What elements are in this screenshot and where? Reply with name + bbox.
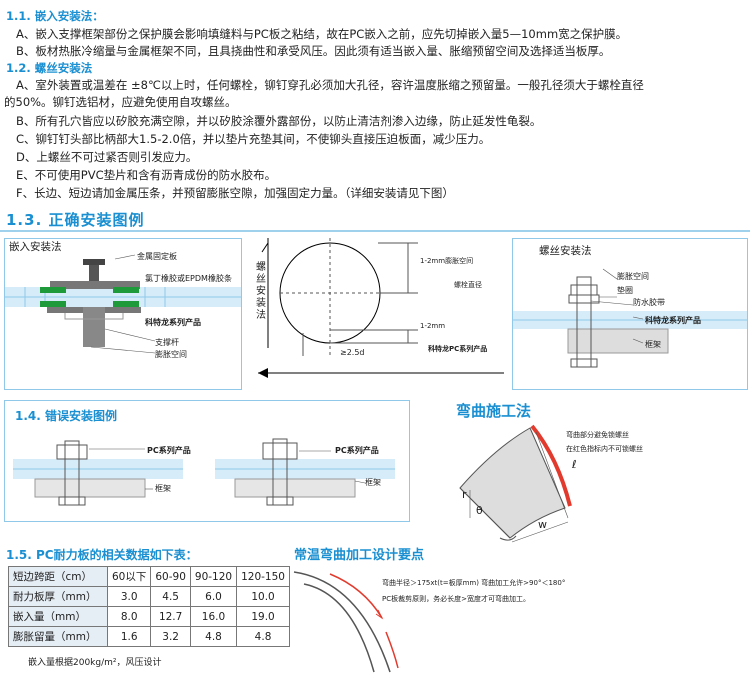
spec-table: 短边跨距（cm） 60以下 60-90 90-120 120-150 耐力板厚（… bbox=[8, 566, 290, 647]
label-expansion-1-2mm: 1-2mm膨胀空间 bbox=[420, 257, 474, 265]
table-cell: 嵌入量（mm） bbox=[8, 606, 108, 627]
label-rubber-strip: 氯丁橡胶或EPDM橡胶条 bbox=[145, 274, 232, 283]
label-expansion: 膨胀空间 bbox=[617, 272, 649, 281]
table-cell: 10.0 bbox=[236, 586, 290, 607]
table-cell: 90-120 bbox=[189, 566, 238, 587]
label-support-rod: 支撑杆 bbox=[155, 338, 179, 347]
wrong-label-pc-2: PC系列产品 bbox=[335, 446, 379, 455]
screw-line-e: E、不可使用PVC垫片和含有沥青成份的防水胶布。 bbox=[16, 168, 277, 182]
coldbend-note-2: PC板裁剪原则，务必长度>宽度才可弯曲加工。 bbox=[382, 595, 530, 603]
bend-note-2: 在红色指标内不可锁螺丝 bbox=[566, 445, 643, 453]
table-cell: 膨胀留量（mm） bbox=[8, 626, 108, 647]
label-washer: 垫圈 bbox=[617, 286, 633, 295]
table-cell: 3.0 bbox=[106, 586, 152, 607]
table-cell: 19.0 bbox=[236, 606, 290, 627]
screw-line-f: F、长边、短边请加金属压条，并预留膨胀空隙，加强固定力量。（详细安装请见下图） bbox=[16, 186, 454, 200]
table-cell: 短边跨距（cm） bbox=[8, 566, 108, 587]
table-row: 膨胀留量（mm） 1.6 3.2 4.8 4.8 bbox=[8, 626, 290, 647]
heading-screw: 1.2. 螺丝安装法 bbox=[6, 61, 93, 75]
section-15-title: 1.5. PC耐力板的相关数据如下表： bbox=[6, 548, 198, 562]
wrong-install-panel: 1.4. 错误安装图例 PC系列产品 框架 PC系列产品 框架 bbox=[4, 400, 410, 522]
label-bolt-diameter: 螺栓直径 bbox=[454, 281, 482, 289]
coldbend-note-1: 弯曲半径＞175xt(t=板厚mm) 弯曲加工允许>90°＜180° bbox=[382, 579, 566, 587]
table-header-row: 短边跨距（cm） 60以下 60-90 90-120 120-150 bbox=[8, 566, 290, 587]
table-cell: 60-90 bbox=[150, 566, 191, 587]
table-cell: 60以下 bbox=[106, 566, 152, 587]
bend-diagram bbox=[459, 424, 572, 543]
screw-diagram-title: 螺丝安装法 bbox=[539, 245, 592, 257]
heading-embed: 1.1. 嵌入安装法： bbox=[6, 9, 104, 23]
screw-line-d: D、上螺丝不可过紧否则引发应力。 bbox=[16, 150, 198, 164]
label-waterproof-tape: 防水胶带 bbox=[633, 298, 665, 307]
label-pc-product: 科特龙PC系列产品 bbox=[428, 345, 488, 353]
coldbend-title: 常温弯曲加工设计要点 bbox=[294, 548, 425, 563]
screw-diagram-right: 螺丝安装法 膨胀空间 垫圈 防水胶带 科特龙系列产品 框架 bbox=[512, 238, 748, 390]
screw-vertical-title: 螺丝安装法 bbox=[256, 262, 266, 321]
label-product: 科特龙系列产品 bbox=[145, 318, 201, 327]
label-metal-plate: 金属固定板 bbox=[137, 252, 177, 261]
wrong-label-frame-2: 框架 bbox=[365, 478, 381, 487]
label-1-2mm: 1-2mm bbox=[420, 322, 446, 330]
table-cell: 4.5 bbox=[150, 586, 191, 607]
table-cell: 6.0 bbox=[189, 586, 238, 607]
table-note: 嵌入量根据200kg/m²，风压设计 bbox=[28, 658, 162, 668]
table-cell: 耐力板厚（mm） bbox=[8, 586, 108, 607]
table-row: 嵌入量（mm） 8.0 12.7 16.0 19.0 bbox=[8, 606, 290, 627]
screw-line-a2: 的50%。铆钉选铝材，应避免使用自攻螺丝。 bbox=[4, 95, 237, 109]
table-cell: 120-150 bbox=[236, 566, 290, 587]
screw-line-a: A、室外装置或温差在 ±8℃以上时，任何螺栓，铆钉穿孔必须加大孔径，容许温度胀缩… bbox=[16, 78, 644, 92]
table-cell: 16.0 bbox=[189, 606, 238, 627]
section-13-title: 1.3. 正确安装图例 bbox=[6, 211, 145, 229]
table-cell: 1.6 bbox=[106, 626, 152, 647]
divider bbox=[0, 230, 750, 232]
screw-line-c: C、铆钉钉头部比柄部大1.5-2.0倍，并以垫片充垫其间，不使铆头直接压迫板面，… bbox=[16, 132, 491, 146]
wrong-label-pc-1: PC系列产品 bbox=[147, 446, 191, 455]
bend-note-1: 弯曲部分避免锁螺丝 bbox=[566, 431, 629, 439]
symbol-theta: θ bbox=[476, 504, 483, 517]
bend-title: 弯曲施工法 bbox=[456, 402, 532, 420]
table-cell: 4.8 bbox=[236, 626, 290, 647]
screw-line-b: B、所有孔穴皆应以矽胶充满空隙，并以矽胶涂覆外露部份，以防止清洁剂渗入边缘，防止… bbox=[16, 114, 542, 128]
label-expansion-space: 膨胀空间 bbox=[155, 350, 187, 359]
screw-diagram-middle: 螺丝安装法 1-2mm膨胀空间 螺栓直径 1-2mm ≥2.5d 科特龙PC系列… bbox=[248, 238, 504, 388]
symbol-r: r bbox=[462, 488, 467, 501]
section-14-title: 1.4. 错误安装图例 bbox=[15, 409, 117, 423]
embed-line-a: A、嵌入支撑框架部份之保护膜会影响填缝料与PC板之粘结，故在PC嵌入之前，应先切… bbox=[16, 27, 628, 41]
coldbend-diagram bbox=[293, 571, 399, 673]
symbol-l: ℓ bbox=[572, 458, 577, 471]
label-2-5d: ≥2.5d bbox=[340, 348, 365, 357]
embed-diagram bbox=[5, 254, 241, 354]
label-frame: 框架 bbox=[645, 340, 661, 349]
embed-diagram-title: 嵌入安装法 bbox=[9, 241, 62, 253]
label-product-right: 科特龙系列产品 bbox=[645, 316, 701, 325]
embed-line-b: B、板材热胀冷缩量与金属框架不同，且具挠曲性和承受风压。因此须有适当嵌入量、胀缩… bbox=[16, 44, 611, 58]
symbol-w: w bbox=[538, 518, 547, 531]
wrong-label-frame-1: 框架 bbox=[155, 484, 171, 493]
table-cell: 12.7 bbox=[150, 606, 191, 627]
embed-diagram-panel: 嵌入安装法 金属固定板 氯丁橡胶或EPDM橡胶条 科特龙系列产品 支撑杆 膨胀空… bbox=[4, 238, 242, 390]
table-row: 耐力板厚（mm） 3.0 4.5 6.0 10.0 bbox=[8, 586, 290, 607]
table-cell: 8.0 bbox=[106, 606, 152, 627]
table-cell: 4.8 bbox=[189, 626, 238, 647]
table-cell: 3.2 bbox=[150, 626, 191, 647]
